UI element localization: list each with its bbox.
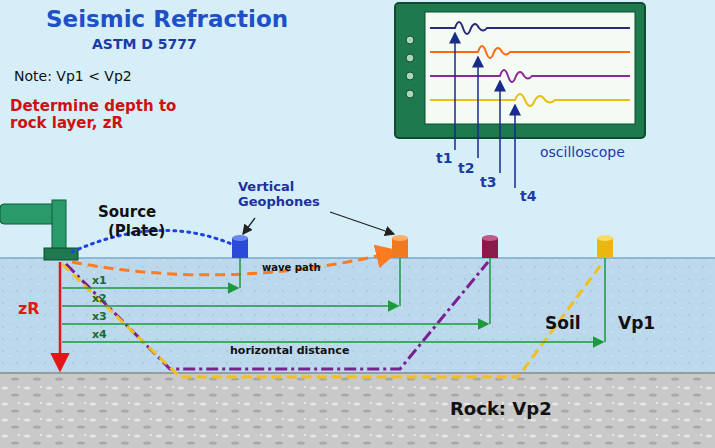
rock-interface <box>0 372 715 374</box>
time-label: t1 <box>436 150 452 166</box>
distance-label: horizontal distance <box>230 345 349 358</box>
rock-layer: Rock: Vp2 <box>0 373 715 448</box>
time-label: t2 <box>458 160 474 176</box>
arrival-arrow <box>514 105 516 188</box>
arrival-arrow <box>454 33 456 150</box>
geophone-label: Vertical Geophones <box>238 180 338 210</box>
distance-label: x3 <box>92 311 107 324</box>
oscilloscope <box>395 3 645 138</box>
time-label: t4 <box>520 188 536 204</box>
depth-arrow <box>59 262 62 370</box>
soil-band <box>0 258 715 374</box>
arrival-arrow <box>499 81 501 173</box>
soil-layer: Soil Vp1 <box>0 258 715 373</box>
title: Seismic Refraction <box>46 6 288 32</box>
distance-label: x1 <box>92 275 107 288</box>
device-label: oscilloscope <box>540 144 625 160</box>
leader-line <box>330 212 394 234</box>
arrival-arrow <box>477 57 479 158</box>
layer-label: Vp1 <box>618 314 655 334</box>
source-label: (Plate) <box>108 223 165 240</box>
rock-band <box>0 373 715 448</box>
wave-path-label: wave path <box>262 262 321 274</box>
distance-label: x4 <box>92 329 107 342</box>
instruction: Determine depth to rock layer, zR <box>10 98 210 133</box>
layer-label: Soil <box>545 314 581 334</box>
geophone <box>482 235 498 258</box>
leader-line <box>243 218 255 234</box>
source-plate <box>0 200 78 260</box>
source-label: Source <box>98 204 156 221</box>
distance-label: x2 <box>92 293 107 306</box>
geophone <box>597 235 613 258</box>
refracted-wave-path <box>62 262 603 377</box>
subtitle: ASTM D 5777 <box>92 36 197 52</box>
geophone <box>392 235 408 258</box>
layer-label: Rock: Vp2 <box>450 399 552 420</box>
note: Note: Vp1 < Vp2 <box>14 68 132 84</box>
time-label: t3 <box>480 174 496 190</box>
refracted-wave-path <box>66 262 488 369</box>
distance-lines <box>62 258 605 342</box>
depth-label: zR <box>18 300 40 318</box>
geophone <box>232 235 248 258</box>
